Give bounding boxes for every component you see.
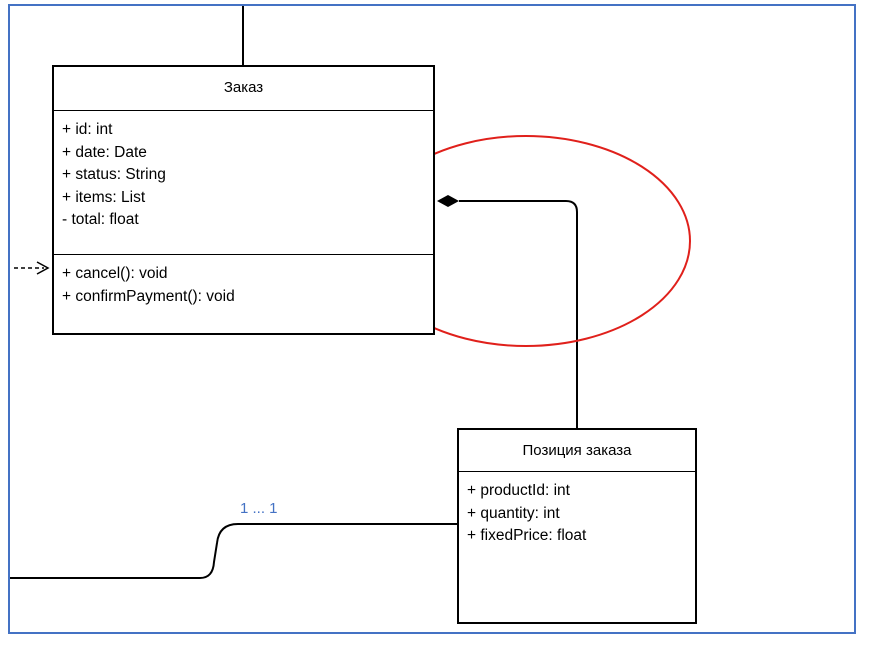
attribute-row: - total: float bbox=[62, 211, 139, 228]
class-order-item-attributes: + productId: int + quantity: int + fixed… bbox=[459, 471, 695, 622]
class-order-item[interactable]: Позиция заказа + productId: int + quanti… bbox=[457, 428, 697, 624]
composition-diamond bbox=[437, 195, 459, 207]
composition-line bbox=[459, 200, 578, 428]
operation-row: + cancel(): void bbox=[62, 265, 168, 282]
class-order-attributes: + id: int + date: Date + status: String … bbox=[54, 110, 433, 254]
attribute-row: + status: String bbox=[62, 166, 166, 183]
operation-row: + confirmPayment(): void bbox=[62, 287, 235, 305]
class-order[interactable]: Заказ + id: int + date: Date + status: S… bbox=[52, 65, 435, 335]
attribute-row: + id: int bbox=[62, 121, 113, 138]
dependency-arrowhead bbox=[36, 261, 50, 275]
class-order-operations: + cancel(): void + confirmPayment(): voi… bbox=[54, 254, 433, 333]
attribute-row: + date: Date bbox=[62, 143, 147, 161]
attribute-row: + items: List bbox=[62, 188, 146, 206]
attribute-row: + quantity: int bbox=[467, 504, 560, 522]
diagram-frame bbox=[8, 4, 856, 634]
class-order-title: Заказ bbox=[223, 79, 264, 96]
attribute-row: + productId: int bbox=[467, 482, 570, 499]
association-line bbox=[10, 523, 457, 579]
attribute-row: + fixedPrice: float bbox=[467, 527, 587, 544]
class-order-item-title: Позиция заказа bbox=[522, 442, 632, 459]
multiplicity-label: 1 ... 1 bbox=[240, 500, 278, 517]
